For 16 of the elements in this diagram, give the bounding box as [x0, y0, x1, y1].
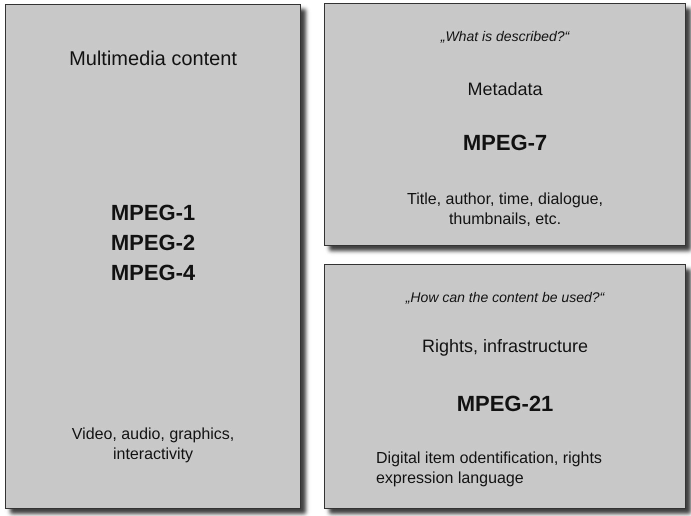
standard-name: MPEG-1: [110, 200, 196, 225]
panel: [324, 3, 686, 246]
heading: Rights, infrastructure: [422, 336, 588, 356]
question: „How can the content be used?“: [406, 289, 604, 305]
standard-name: MPEG-21: [456, 391, 554, 416]
panel: [324, 264, 686, 509]
question: „What is described?“: [440, 28, 570, 44]
standard-name: MPEG-4: [110, 260, 196, 285]
description: Digital item odentification, rights expression language: [376, 450, 602, 487]
standard-name: MPEG-7: [462, 130, 548, 155]
standard-name: MPEG-2: [110, 230, 196, 255]
heading: Multimedia content: [69, 48, 237, 70]
heading: Metadata: [467, 79, 543, 99]
description: Title, author, time, dialogue, thumbnails, etc.: [407, 191, 603, 228]
panel: [5, 4, 301, 509]
description: Video, audio, graphics, interactivity: [72, 426, 234, 463]
